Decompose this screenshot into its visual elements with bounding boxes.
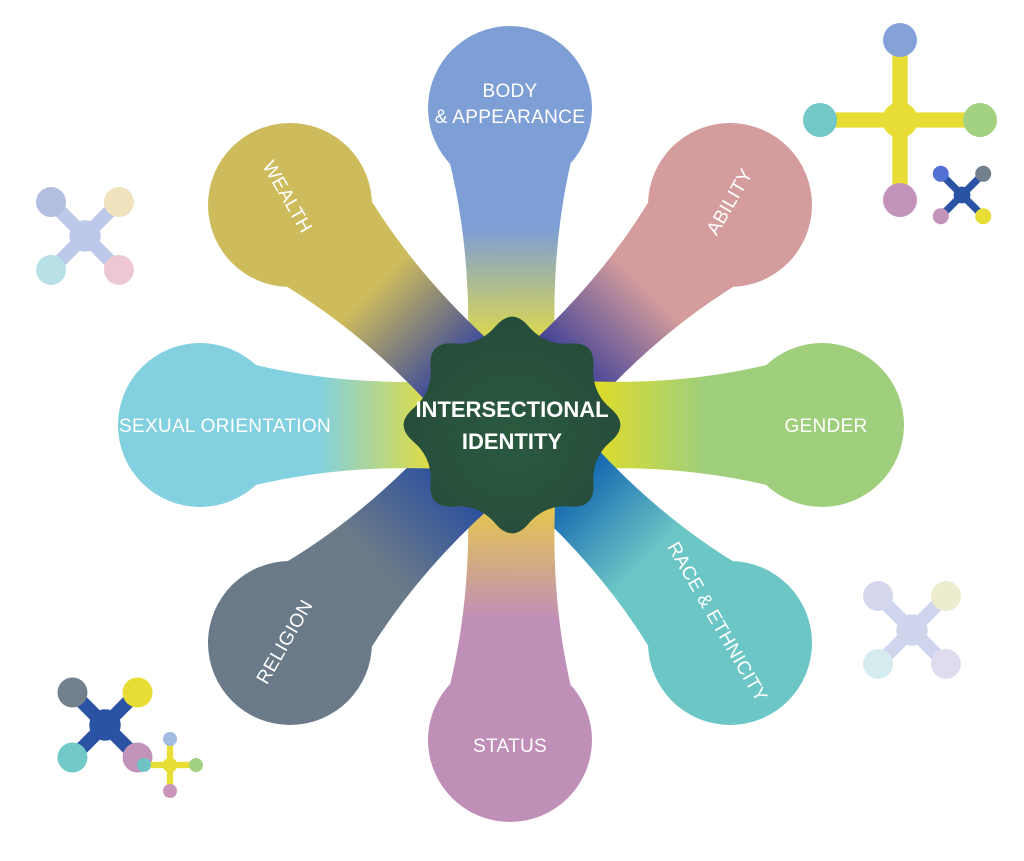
molecule-top-left-node xyxy=(36,254,67,285)
molecule-bottom-left-small-node xyxy=(137,758,151,772)
molecule-bottom-left-large-core xyxy=(89,709,121,741)
molecule-bottom-right-node xyxy=(863,648,894,679)
center-hub xyxy=(403,316,621,534)
molecule-bottom-right xyxy=(863,581,961,679)
molecule-top-right-small-node xyxy=(975,208,992,225)
molecule-top-right-small-node xyxy=(932,165,949,182)
molecule-top-right-large xyxy=(803,23,997,217)
molecule-top-right-small-node xyxy=(932,208,949,225)
petal-bulb-status xyxy=(428,658,592,822)
molecule-bottom-right-core xyxy=(896,614,928,646)
molecule-top-right-small xyxy=(932,165,992,225)
molecule-bottom-left-small-node xyxy=(189,758,203,772)
molecule-top-right-large-node xyxy=(883,23,917,57)
molecule-bottom-left-small-node xyxy=(163,732,177,746)
molecule-top-right-large-node xyxy=(963,103,997,137)
petal-bulb-wealth xyxy=(208,123,372,287)
label-gender: GENDER xyxy=(784,416,867,437)
molecule-top-left xyxy=(36,187,134,285)
molecule-bottom-right-node xyxy=(930,648,961,679)
center-label: INTERSECTIONAL IDENTITY xyxy=(415,397,608,454)
petal-bulb-race xyxy=(648,561,812,725)
center-label-line1: INTERSECTIONAL xyxy=(415,397,608,422)
molecule-top-left-node xyxy=(103,187,134,218)
molecule-bottom-left-small xyxy=(137,732,203,798)
decorative-molecules xyxy=(36,23,997,798)
petal-bulb-ability xyxy=(648,123,812,287)
hub-shape xyxy=(403,316,621,534)
label-body-line1: BODY xyxy=(482,81,537,102)
molecule-top-left-core xyxy=(69,220,101,252)
petal-bulb-orientation xyxy=(118,343,282,507)
petal-bulb-body xyxy=(428,26,592,190)
molecule-bottom-right-node xyxy=(863,581,894,612)
molecule-top-right-large-node xyxy=(883,183,917,217)
label-body-line2: & APPEARANCE xyxy=(435,107,585,128)
label-sexual-orientation: SEXUAL ORIENTATION xyxy=(119,416,331,437)
molecule-top-right-small-core xyxy=(953,186,971,204)
petal-bulb-gender xyxy=(740,343,904,507)
molecule-top-left-node xyxy=(103,254,134,285)
molecule-bottom-left-large-node xyxy=(57,742,88,773)
label-status: STATUS xyxy=(473,736,547,757)
molecule-bottom-left-small-core xyxy=(162,757,178,773)
molecule-bottom-left-large-node xyxy=(122,677,153,708)
molecule-top-right-large-core xyxy=(882,102,918,138)
molecule-bottom-right-node xyxy=(930,581,961,612)
molecule-bottom-left-large-node xyxy=(57,677,88,708)
petal-bulb-religion xyxy=(208,561,372,725)
center-label-line2: IDENTITY xyxy=(462,429,563,454)
molecule-top-left-node xyxy=(36,187,67,218)
molecule-top-right-large-node xyxy=(803,103,837,137)
molecule-top-right-small-node xyxy=(975,165,992,182)
molecule-bottom-left-small-node xyxy=(163,784,177,798)
molecule-bottom-left-large xyxy=(57,677,153,773)
